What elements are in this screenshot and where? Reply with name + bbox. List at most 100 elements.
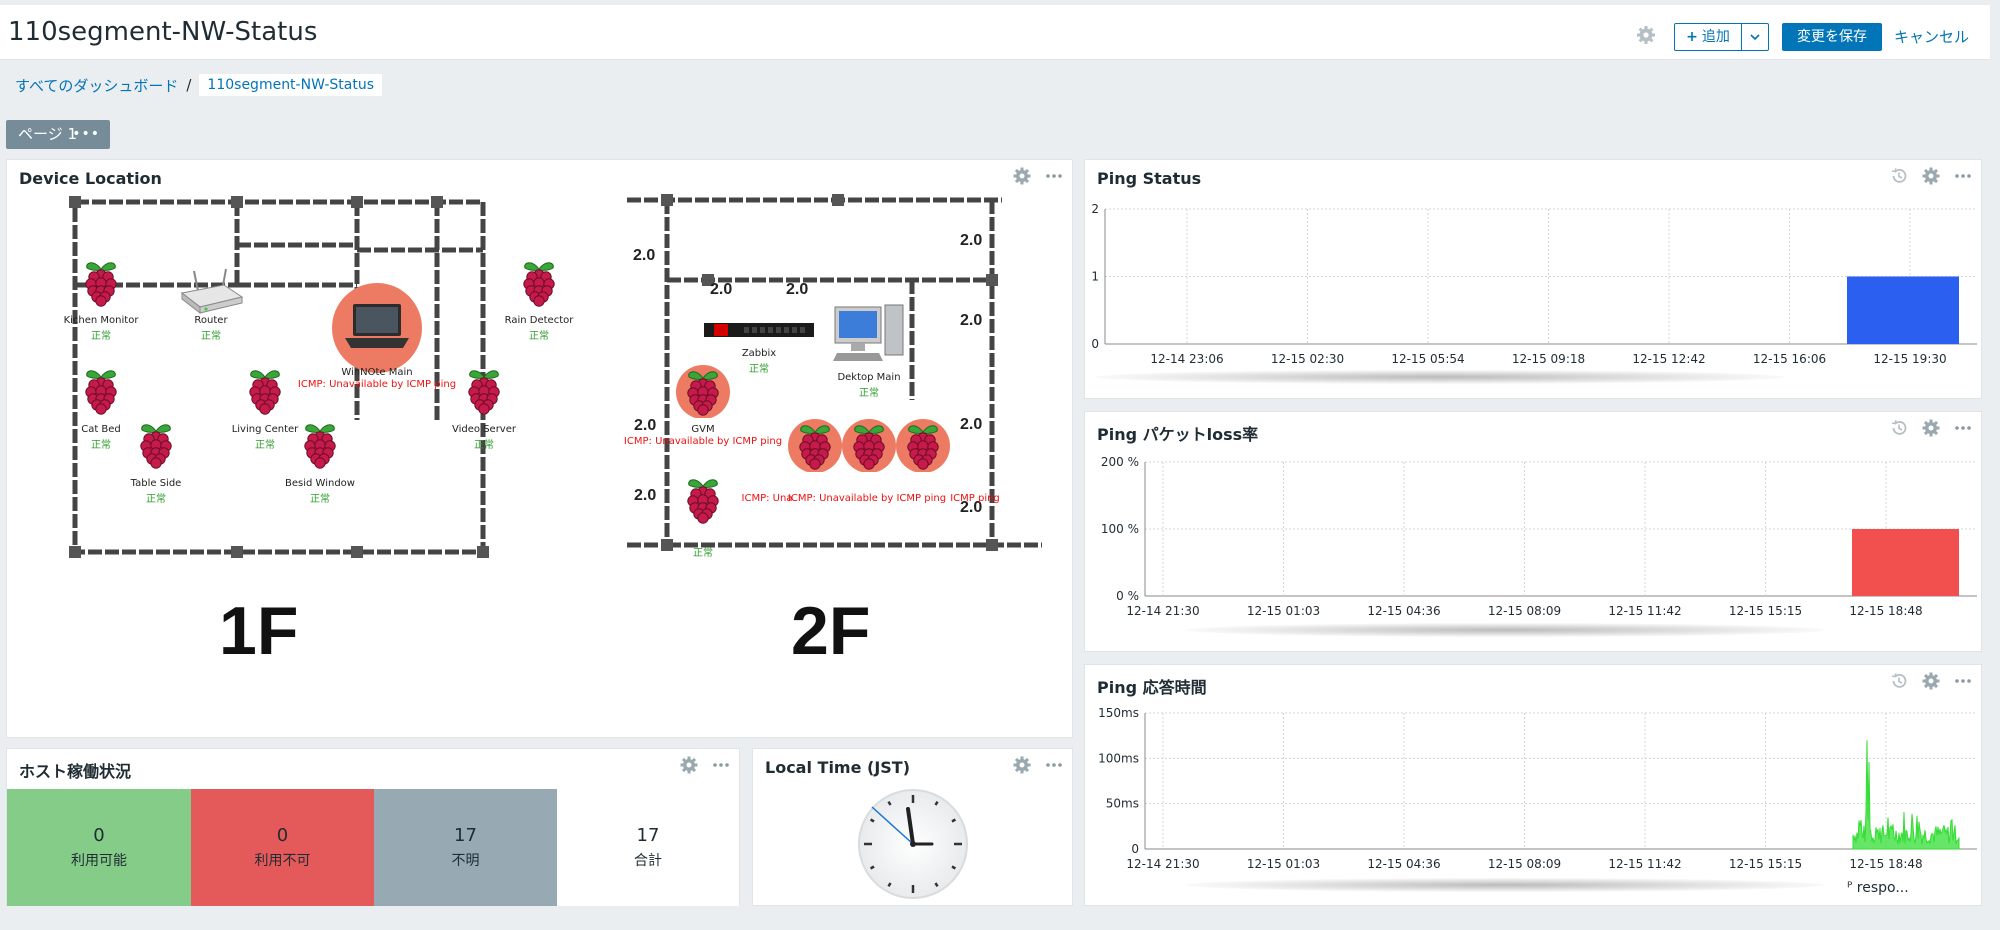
raspberry-pi-icon[interactable] bbox=[292, 415, 348, 471]
dim-label: 2.0 bbox=[960, 499, 982, 516]
device-label-window: Besid Window bbox=[285, 478, 355, 489]
x-tick-label: 12-15 15:15 bbox=[1729, 604, 1802, 618]
widget-title: Device Location bbox=[19, 169, 162, 188]
x-tick-label: 12-15 11:42 bbox=[1608, 604, 1681, 618]
dim-label: 2.0 bbox=[634, 417, 656, 434]
host-count-available[interactable]: 0 利用可能 bbox=[7, 789, 191, 906]
dim-label: 2.0 bbox=[710, 281, 732, 298]
widget-controls bbox=[679, 755, 731, 775]
raspberry-pi-icon[interactable] bbox=[675, 362, 731, 418]
page-tab[interactable]: ページ 1 ••• bbox=[6, 120, 110, 149]
save-changes-button[interactable]: 変更を保存 bbox=[1782, 23, 1882, 51]
more-icon[interactable] bbox=[1953, 166, 1973, 186]
raspberry-pi-icon[interactable] bbox=[73, 361, 129, 417]
more-icon[interactable] bbox=[711, 755, 731, 775]
raspberry-pi-icon[interactable] bbox=[675, 470, 731, 526]
raspberry-pi-icon[interactable] bbox=[73, 253, 129, 309]
floor-label-2f: 2F bbox=[791, 593, 871, 669]
dim-label: 2.0 bbox=[960, 232, 982, 249]
dim-label: 2.0 bbox=[634, 487, 656, 504]
raspberry-pi-icon[interactable] bbox=[841, 416, 897, 472]
floor-label-1f: 1F bbox=[219, 593, 299, 669]
breadcrumb-current[interactable]: 110segment-NW-Status bbox=[199, 74, 383, 96]
cancel-link[interactable]: キャンセル bbox=[1894, 28, 1970, 46]
gear-icon[interactable] bbox=[1636, 25, 1656, 45]
add-label: 追加 bbox=[1701, 29, 1730, 45]
y-tick-label: 0 bbox=[1131, 842, 1139, 856]
dim-label: 2.0 bbox=[960, 312, 982, 329]
y-tick-label: 100 % bbox=[1101, 522, 1139, 536]
raspberry-pi-icon[interactable] bbox=[787, 416, 843, 472]
count-value: 17 bbox=[636, 825, 660, 846]
host-count-unknown[interactable]: 17 不明 bbox=[374, 789, 557, 906]
gear-icon[interactable] bbox=[679, 755, 699, 775]
plus-icon: + bbox=[1686, 29, 1698, 45]
x-tick-label: 12-14 23:06 bbox=[1150, 352, 1223, 366]
legend-partial: ᴾ respo... bbox=[1847, 880, 1909, 896]
raspberry-pi-icon[interactable] bbox=[456, 361, 512, 417]
x-tick-label: 12-15 08:09 bbox=[1488, 604, 1561, 618]
device-label-catbed: Cat Bed bbox=[81, 424, 121, 435]
x-tick-label: 12-15 16:06 bbox=[1753, 352, 1826, 366]
raspberry-pi-icon[interactable] bbox=[511, 253, 567, 309]
host-status-widget: ホスト稼働状況 0 利用可能 0 利用不可 17 不明 17 合計 bbox=[6, 748, 740, 906]
raspberry-pi-icon[interactable] bbox=[895, 416, 951, 472]
count-value: 0 bbox=[276, 825, 289, 846]
router-icon[interactable] bbox=[176, 263, 246, 319]
clock-hour-hand bbox=[906, 807, 915, 846]
more-icon[interactable] bbox=[1044, 166, 1064, 186]
device-status: 正常 bbox=[255, 440, 275, 451]
dim-label: 2.0 bbox=[786, 281, 808, 298]
more-icon[interactable]: ••• bbox=[72, 126, 100, 142]
count-label: 合計 bbox=[634, 853, 662, 869]
device-error: ICMP: Unavailable by ICMP ping bbox=[623, 436, 783, 447]
device-label-table: Table Side bbox=[130, 478, 182, 489]
device-label-video: Video Server bbox=[452, 424, 516, 435]
widget-title: Ping 応答時間 bbox=[1097, 678, 1207, 697]
desktop-icon[interactable] bbox=[831, 301, 907, 363]
add-widget-button[interactable]: +追加 bbox=[1674, 23, 1742, 51]
x-tick-label: 12-15 08:09 bbox=[1488, 857, 1561, 871]
host-count-total[interactable]: 17 合計 bbox=[557, 789, 739, 906]
x-tick-label: 12-15 05:54 bbox=[1391, 352, 1464, 366]
count-label: 利用不可 bbox=[254, 853, 311, 869]
response-series bbox=[1852, 740, 1960, 850]
more-icon[interactable] bbox=[1044, 755, 1064, 775]
laptop-icon[interactable] bbox=[331, 282, 423, 374]
device-error: ICMP: Una bbox=[741, 493, 793, 504]
widget-title: Ping Status bbox=[1097, 169, 1202, 188]
more-icon[interactable] bbox=[1953, 418, 1973, 438]
x-tick-label: 12-15 01:03 bbox=[1247, 857, 1320, 871]
breadcrumb: すべてのダッシュボード / 110segment-NW-Status bbox=[15, 74, 383, 96]
raspberry-pi-icon[interactable] bbox=[128, 415, 184, 471]
device-error: ICMP ping bbox=[950, 493, 1000, 504]
x-tick-label: 12-15 18:48 bbox=[1849, 604, 1922, 618]
raspberry-pi-icon[interactable] bbox=[237, 361, 293, 417]
zabbix-server-icon[interactable] bbox=[704, 321, 814, 339]
device-label-kitchen: Kichen Monitor bbox=[63, 315, 139, 326]
x-tick-label: 12-15 18:48 bbox=[1849, 857, 1922, 871]
count-value: 17 bbox=[454, 825, 477, 846]
device-label-rain: Rain Detector bbox=[504, 315, 574, 326]
loss-area bbox=[1852, 529, 1959, 596]
gear-icon[interactable] bbox=[1012, 166, 1032, 186]
device-error: ICMP: Unavailable by ICMP ping bbox=[297, 379, 457, 390]
gear-icon[interactable] bbox=[1012, 755, 1032, 775]
device-status: 正常 bbox=[91, 331, 111, 342]
y-tick-label: 150ms bbox=[1098, 706, 1139, 720]
host-count-unavailable[interactable]: 0 利用不可 bbox=[191, 789, 374, 906]
breadcrumb-separator: / bbox=[186, 76, 192, 94]
device-label-gvm: GVM bbox=[691, 424, 715, 435]
x-tick-label: 12-15 19:30 bbox=[1873, 352, 1946, 366]
add-dropdown-button[interactable] bbox=[1741, 23, 1769, 51]
breadcrumb-all-dashboards[interactable]: すべてのダッシュボード bbox=[15, 76, 179, 95]
device-status: 正常 bbox=[474, 440, 494, 451]
device-location-widget: Device Location bbox=[6, 159, 1073, 738]
more-icon[interactable] bbox=[1953, 671, 1973, 691]
device-status: 正常 bbox=[146, 494, 166, 505]
